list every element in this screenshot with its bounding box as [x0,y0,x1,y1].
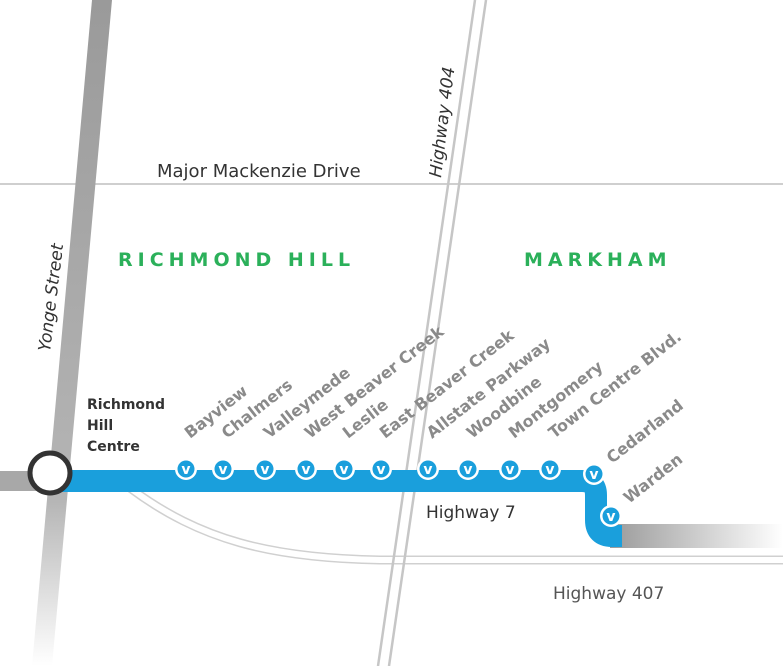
station-v-icon: v [505,462,514,478]
highway-407-road-inner [128,485,783,563]
highway-7-label: Highway 7 [426,503,516,523]
highway-7-east-road [610,524,783,548]
station-v-icon: v [339,462,348,478]
station-marker-inner [459,460,477,478]
station-v-icon: v [301,462,310,478]
major-mackenzie-label: Major Mackenzie Drive [157,161,361,182]
highway-404-road-left [376,0,477,666]
station-label: Warden [620,449,686,507]
station-marker-inner [214,460,232,478]
yonge-street-road [32,0,112,666]
station-marker-inner [177,460,195,478]
station-marker-inner [585,465,603,483]
station-marker-inner [602,507,620,525]
highway-404-road-right [387,0,488,666]
terminal-label-line1: Richmond [87,397,165,413]
station-marker-inner [256,460,274,478]
station-v-icon: v [606,509,615,525]
station-v-icon: v [376,462,385,478]
highway-404-label: Highway 404 [426,66,459,179]
richmond-hill-area-label: RICHMOND HILL [118,249,355,271]
terminal-station-marker [27,450,73,496]
rapidway-route [50,470,623,547]
station-v-icon: v [545,462,554,478]
station-marker-inner [541,460,559,478]
station-marker-inner [297,460,315,478]
station-v-icon: v [589,467,598,483]
terminal-label-line2: Hill [87,418,113,434]
markham-area-label: MARKHAM [524,249,671,271]
highway-407-label: Highway 407 [553,584,664,604]
terminal-label-line3: Centre [87,439,140,455]
station-marker-inner [335,460,353,478]
station-marker-inner [372,460,390,478]
station-v-icon: v [423,462,432,478]
station-v-icon: v [181,462,190,478]
station-marker-inner [501,460,519,478]
station-v-icon: v [463,462,472,478]
station-marker-inner [419,460,437,478]
major-mackenzie-road [0,183,783,185]
station-v-icon: v [218,462,227,478]
station-v-icon: v [260,462,269,478]
